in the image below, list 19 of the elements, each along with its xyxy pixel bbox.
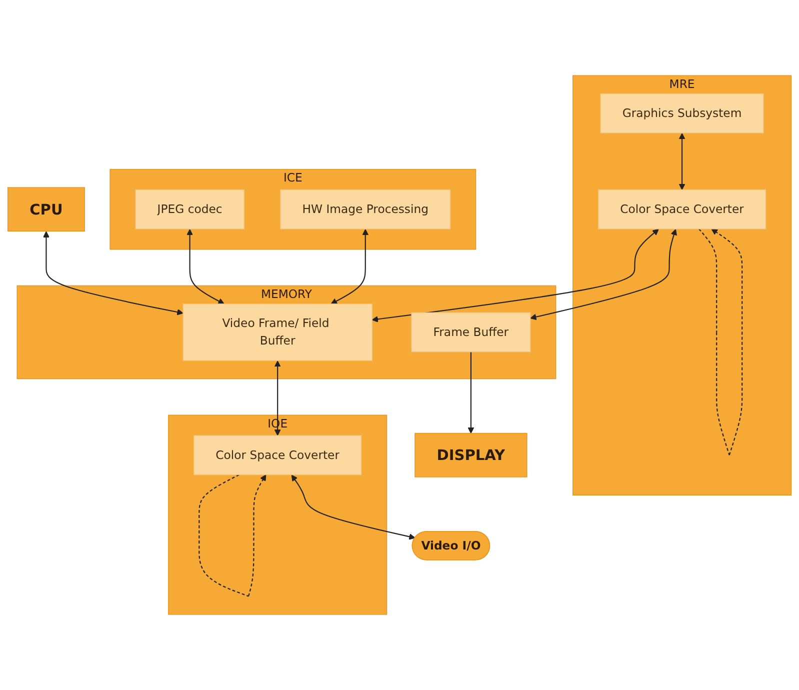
node-box: HW Image Processing — [280, 189, 451, 230]
arrow — [330, 228, 369, 304]
arrow — [198, 474, 266, 597]
arrow — [372, 228, 659, 322]
arrow — [698, 228, 743, 456]
arrow — [291, 474, 416, 540]
node-box: Color Space Coverter — [194, 435, 362, 476]
arrow — [186, 228, 224, 304]
node-box: Video Frame/ Field Buffer — [182, 304, 372, 361]
arrow — [678, 133, 686, 190]
node-box: DISPLAY — [414, 432, 528, 478]
node-box: CPU — [7, 187, 85, 232]
arrow — [468, 352, 474, 434]
node-box: Frame Buffer — [411, 312, 531, 352]
arrow — [43, 231, 184, 316]
node-box: Graphics Subsystem — [600, 93, 764, 134]
arrow — [274, 360, 281, 436]
arrow — [530, 228, 677, 320]
node-box: Color Space Coverter — [598, 189, 766, 230]
